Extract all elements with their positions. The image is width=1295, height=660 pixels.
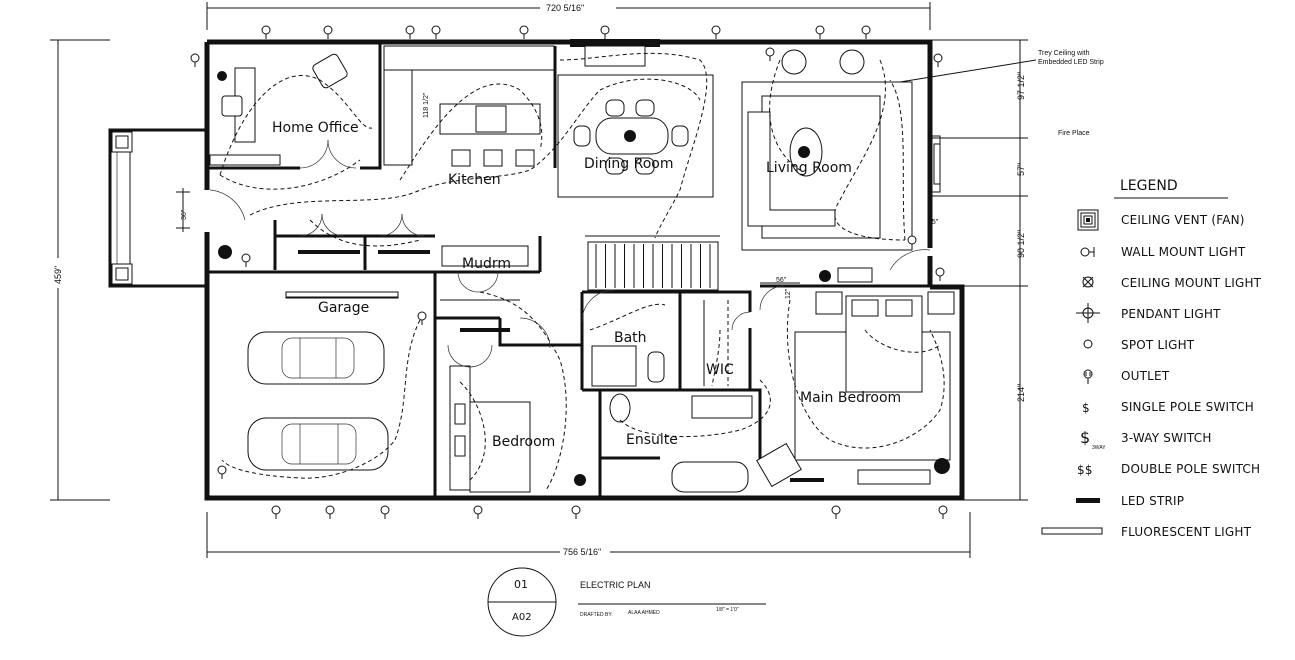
- outlet-symbol: [473, 505, 483, 519]
- outlet-symbol: [815, 25, 825, 39]
- room-label-bath: Bath: [614, 330, 647, 346]
- outlet-symbol: [861, 25, 871, 39]
- outlet-symbol: [431, 25, 441, 39]
- led-strip-icon: [1076, 498, 1100, 503]
- pendant-light-icon: [1076, 303, 1100, 323]
- drafted-by-label: DRAFTED BY:: [580, 612, 613, 618]
- room-label-wic: WIC: [706, 362, 734, 378]
- three-way-switch-subscript: 3WAY: [1092, 445, 1106, 451]
- drawing-scale: 1/8" = 1'0": [716, 607, 739, 613]
- drafter-name: ALAA AHMED: [628, 610, 660, 616]
- dimension-porch-depth: 36": [181, 209, 188, 220]
- sheet-number: 01: [514, 578, 528, 591]
- outlet-symbol: [907, 235, 917, 249]
- stairs: [587, 241, 719, 291]
- legend-label-fluorescent-light: FLUORESCENT LIGHT: [1121, 525, 1252, 539]
- outlet-symbol: [519, 25, 529, 39]
- dimension-kitchen-wall: 118 1/2": [423, 92, 430, 118]
- legend-title: LEGEND: [1120, 178, 1178, 194]
- room-label-home-office: Home Office: [272, 120, 359, 136]
- room-label-mudroom: Mudrm: [462, 256, 511, 272]
- outlets: [190, 25, 948, 519]
- dimension-door-56: 56": [776, 277, 787, 284]
- exterior-walls: [204, 39, 965, 501]
- legend-label-wall-mount-light: WALL MOUNT LIGHT: [1121, 245, 1246, 259]
- dimension-door-12: 12": [785, 288, 792, 299]
- dimension-right-top: 97 1/2": [1016, 72, 1026, 100]
- legend-label-double-pole-switch: DOUBLE POLE SWITCH: [1121, 462, 1260, 476]
- car-top: [247, 331, 385, 385]
- room-label-bedroom: Bedroom: [492, 434, 555, 450]
- ceiling-vent-icon: [1077, 209, 1099, 231]
- dining-area-rug: [557, 74, 714, 198]
- callout-trey-ceiling-line2: Embedded LED Strip: [1038, 59, 1104, 66]
- legend-label-spot-light: SPOT LIGHT: [1121, 338, 1195, 352]
- outlet-symbol: [765, 47, 775, 61]
- wiring: [219, 52, 945, 491]
- legend-label-pendant-light: PENDANT LIGHT: [1121, 307, 1221, 321]
- outlet-symbol: [711, 25, 721, 39]
- legend-label-led-strip: LED STRIP: [1121, 494, 1184, 508]
- outlet-symbol: [405, 25, 415, 39]
- outlet-symbol: [831, 505, 841, 519]
- front-porch: [108, 128, 207, 288]
- callouts: Trey Ceiling with Embedded LED Strip Fir…: [899, 50, 1104, 137]
- spot-light-icon: [1083, 339, 1093, 349]
- ceiling-mount-light-icon: [1082, 276, 1094, 288]
- legend-label-ceiling-mount-light: CEILING MOUNT LIGHT: [1121, 276, 1262, 290]
- furniture: [209, 45, 955, 493]
- outlet-symbol: [323, 25, 333, 39]
- outlet-symbol: [271, 505, 281, 519]
- outlet-symbol: [933, 53, 943, 67]
- dimension-lines: 720 5/16" 756 5/16" 459" 97 1/2" 57" 90 …: [50, 2, 1028, 558]
- dimension-top-width: 720 5/16": [546, 3, 584, 13]
- dimension-bottom-width: 756 5/16": [563, 547, 601, 557]
- legend-label-three-way-switch: 3-WAY SWITCH: [1121, 431, 1212, 445]
- outlet-symbol: [325, 505, 335, 519]
- legend: LEGEND: [1041, 178, 1262, 539]
- lighting-strips: [285, 250, 824, 482]
- room-label-kitchen: Kitchen: [448, 172, 501, 188]
- plants: [217, 71, 950, 486]
- legend-label-outlet: OUTLET: [1121, 369, 1170, 383]
- double-pole-switch-icon: $$: [1077, 463, 1093, 477]
- outlet-symbol: [935, 267, 945, 281]
- dimension-right-214: 214": [1016, 384, 1026, 402]
- sheet-code: A02: [512, 612, 532, 623]
- doors: [209, 139, 931, 368]
- room-label-living-room: Living Room: [766, 160, 852, 176]
- dimension-left-height: 459": [53, 266, 63, 284]
- legend-label-ceiling-vent: CEILING VENT (FAN): [1121, 213, 1245, 227]
- fluorescent-light-icon: [1041, 527, 1103, 535]
- legend-label-single-pole-switch: SINGLE POLE SWITCH: [1121, 400, 1254, 414]
- title-block: 01 A02 ELECTRIC PLAN DRAFTED BY: ALAA AH…: [487, 567, 766, 637]
- dimension-right-15: 15": [928, 219, 939, 226]
- callout-fire-place: Fire Place: [1058, 130, 1090, 137]
- wall-mount-light-icon: [1080, 247, 1095, 257]
- outlet-symbol: [190, 53, 200, 67]
- room-label-main-bedroom: Main Bedroom: [800, 390, 901, 406]
- drawing-title: ELECTRIC PLAN: [580, 580, 651, 590]
- room-label-garage: Garage: [318, 300, 369, 316]
- outlet-symbol: [217, 465, 227, 479]
- outlet-symbol: [417, 311, 427, 325]
- outlet-symbol: [600, 25, 610, 39]
- dimension-right-90: 90 1/2": [1016, 230, 1026, 258]
- three-way-switch-symbol: $: [1080, 428, 1090, 447]
- outlet-symbol: [571, 505, 581, 519]
- single-pole-switch-icon: $: [1082, 401, 1090, 415]
- room-label-dining-room: Dining Room: [584, 156, 674, 172]
- outlet-symbol: [261, 25, 271, 39]
- three-way-switch-icon: $ 3WAY: [1080, 428, 1106, 451]
- outlet-icon: [1083, 369, 1093, 384]
- car-bottom: [247, 417, 389, 471]
- room-label-ensuite: Ensuite: [626, 432, 678, 448]
- outlet-symbol: [938, 505, 948, 519]
- outlet-symbol: [241, 253, 251, 267]
- outlet-symbol: [380, 505, 390, 519]
- dimension-right-57: 57": [1016, 163, 1026, 176]
- room-labels: Home Office Kitchen Dining Room Living R…: [272, 120, 901, 450]
- callout-trey-ceiling-line1: Trey Ceiling with: [1038, 50, 1090, 57]
